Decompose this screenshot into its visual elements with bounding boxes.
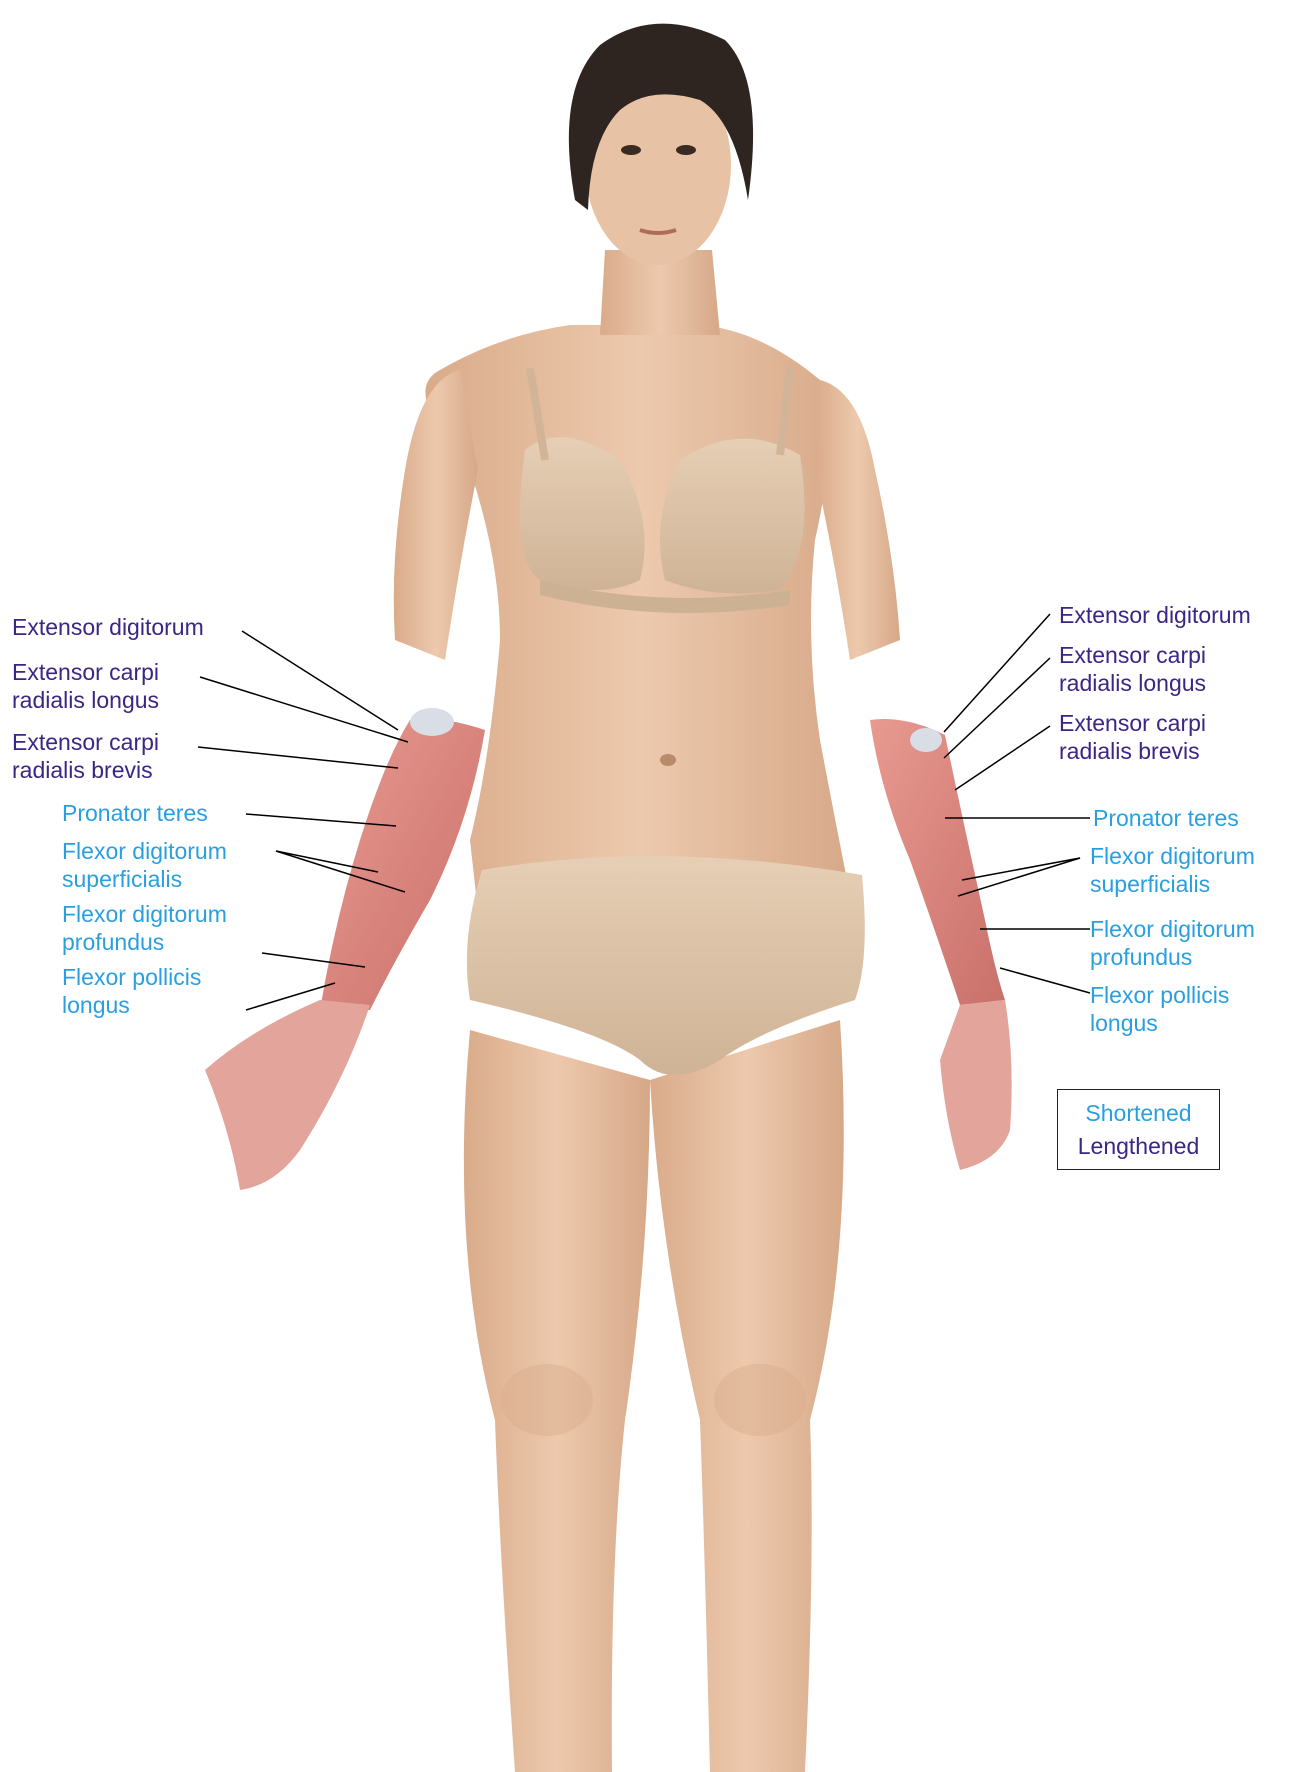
leader-left-ecrb xyxy=(198,747,398,768)
left-knee xyxy=(501,1364,593,1436)
label-left-fpl-line2: longus xyxy=(62,991,201,1019)
label-right-ecrb: Extensor carpi radialis brevis xyxy=(1059,709,1206,765)
leader-left-ecrl xyxy=(200,677,408,742)
label-left-extensor-digitorum: Extensor digitorum xyxy=(12,613,204,641)
label-right-fdp: Flexor digitorum profundus xyxy=(1090,915,1255,971)
label-left-ecrb-line1: Extensor carpi xyxy=(12,728,159,756)
left-hand xyxy=(205,1000,370,1190)
label-left-fdp-line1: Flexor digitorum xyxy=(62,900,227,928)
label-right-fds-line2: superficialis xyxy=(1090,870,1255,898)
label-right-fpl-line1: Flexor pollicis xyxy=(1090,981,1229,1009)
label-right-ecrl-line2: radialis longus xyxy=(1059,669,1206,697)
left-upper-arm xyxy=(394,370,478,660)
label-left-fdp-line2: profundus xyxy=(62,928,227,956)
right-eye xyxy=(676,145,696,155)
label-right-fds-line1: Flexor digitorum xyxy=(1090,842,1255,870)
label-right-ecrl: Extensor carpi radialis longus xyxy=(1059,641,1206,697)
label-left-fds-line1: Flexor digitorum xyxy=(62,837,227,865)
label-right-fdp-line1: Flexor digitorum xyxy=(1090,915,1255,943)
label-right-ecrb-line1: Extensor carpi xyxy=(1059,709,1206,737)
label-left-fds: Flexor digitorum superficialis xyxy=(62,837,227,893)
right-elbow-joint xyxy=(910,728,942,752)
label-left-fds-line2: superficialis xyxy=(62,865,227,893)
label-left-ecrl-line2: radialis longus xyxy=(12,686,159,714)
label-right-fdp-line2: profundus xyxy=(1090,943,1255,971)
leader-right-ecrb xyxy=(955,726,1050,790)
label-left-ecrb: Extensor carpi radialis brevis xyxy=(12,728,159,784)
label-right-extensor-digitorum: Extensor digitorum xyxy=(1059,601,1251,629)
label-left-ecrb-line2: radialis brevis xyxy=(12,756,159,784)
label-left-pronator-teres: Pronator teres xyxy=(62,799,208,827)
label-right-fpl: Flexor pollicis longus xyxy=(1090,981,1229,1037)
right-knee xyxy=(714,1364,806,1436)
label-left-ecrl: Extensor carpi radialis longus xyxy=(12,658,159,714)
label-left-fpl: Flexor pollicis longus xyxy=(62,963,201,1019)
label-left-fdp: Flexor digitorum profundus xyxy=(62,900,227,956)
legend-shortened: Shortened xyxy=(1058,1097,1219,1130)
label-right-fds: Flexor digitorum superficialis xyxy=(1090,842,1255,898)
label-right-pronator-teres: Pronator teres xyxy=(1093,804,1239,832)
right-upper-arm xyxy=(815,380,900,660)
legs xyxy=(464,1020,844,1772)
label-right-ecrl-line1: Extensor carpi xyxy=(1059,641,1206,669)
legend: Shortened Lengthened xyxy=(1057,1089,1220,1170)
bra-right-cup xyxy=(660,439,805,594)
label-left-ecrl-line1: Extensor carpi xyxy=(12,658,159,686)
left-eye xyxy=(621,145,641,155)
leader-right-fpl xyxy=(1000,968,1090,993)
label-left-fpl-line1: Flexor pollicis xyxy=(62,963,201,991)
label-right-ecrb-line2: radialis brevis xyxy=(1059,737,1206,765)
left-elbow-joint xyxy=(410,708,454,736)
legend-lengthened: Lengthened xyxy=(1058,1130,1219,1163)
right-forearm-muscles xyxy=(870,719,1005,1005)
torso xyxy=(425,325,855,930)
right-hand xyxy=(940,1000,1012,1170)
label-right-fpl-line2: longus xyxy=(1090,1009,1229,1037)
navel xyxy=(660,754,676,766)
